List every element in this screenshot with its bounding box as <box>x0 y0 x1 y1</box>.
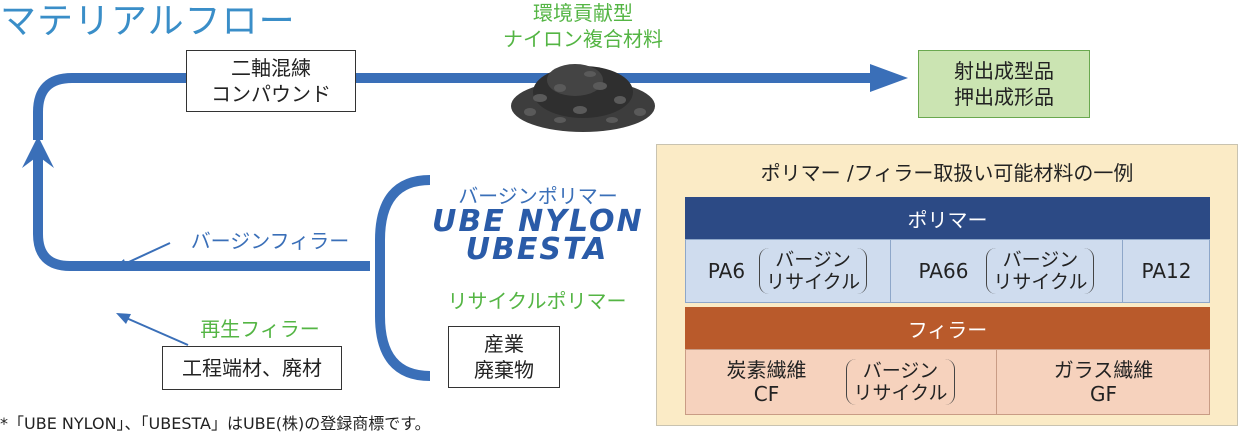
note-recycle: リサイクル <box>766 271 861 293</box>
virgin-polymer-label: バージンポリマー <box>458 184 618 208</box>
note-recycle: リサイクル <box>853 382 948 404</box>
polymer-cell-pa66: PA66 バージン リサイクル <box>891 239 1123 303</box>
material-label-line1: 環境貢献型 <box>533 1 633 25</box>
note-virgin: バージン <box>862 360 939 382</box>
polymer-cell-pa12: PA12 <box>1123 239 1210 303</box>
brand-ube-nylon: UBE NYLON <box>432 204 644 239</box>
note-virgin: バージン <box>775 249 851 271</box>
merge-bracket <box>375 175 431 381</box>
scrap-box: 工程端材、廃材 <box>162 346 342 390</box>
recycle-polymer-label: リサイクルポリマー <box>447 289 627 313</box>
industrial-waste-box: 産業 廃棄物 <box>448 326 560 388</box>
filler-gf-text: ガラス繊維 GF <box>1054 358 1154 406</box>
filler-name: ガラス繊維 <box>1053 358 1154 382</box>
note-virgin: バージン <box>1002 249 1079 271</box>
material-label: 環境貢献型 ナイロン複合材料 <box>500 0 666 52</box>
main-flow-arrow <box>33 150 120 271</box>
polymer-name: PA6 <box>707 259 746 283</box>
compound-box: 二軸混練 コンパウンド <box>186 50 356 112</box>
product-box: 射出成型品 押出成形品 <box>918 50 1090 118</box>
filler-note: バージン リサイクル <box>846 359 955 405</box>
polymer-name: PA12 <box>1141 259 1192 283</box>
filler-abbr: GF <box>1089 382 1117 406</box>
materials-panel: ポリマー /フィラー取扱い可能材料の一例 ポリマー PA6 バージン リサイクル… <box>656 144 1238 426</box>
material-label-line2: ナイロン複合材料 <box>503 27 663 51</box>
product-line2: 押出成形品 <box>954 85 1054 109</box>
compound-line2: コンパウンド <box>211 82 331 106</box>
product-line1: 射出成型品 <box>954 59 1054 83</box>
virgin-filler-arrowhead <box>110 259 127 271</box>
polymer-note: バージン リサイクル <box>759 248 868 294</box>
filler-cell-cf: 炭素繊維 CF バージン リサイクル <box>685 349 997 415</box>
trademark-footnote: *「UBE NYLON」、「UBESTA」はUBE(株)の登録商標です。 <box>0 414 431 433</box>
filler-cf-text: 炭素繊維 CF <box>726 358 806 406</box>
right-arrowhead <box>870 64 908 92</box>
industrial-waste-line2: 廃棄物 <box>474 358 534 382</box>
panel-title: ポリマー /フィラー取扱い可能材料の一例 <box>760 160 1134 185</box>
note-recycle: リサイクル <box>993 271 1088 293</box>
polymer-cell-pa6: PA6 バージン リサイクル <box>685 239 891 303</box>
recycled-filler-arrowhead <box>116 313 131 324</box>
filler-cell-gf: ガラス繊維 GF <box>997 349 1210 415</box>
virgin-filler-label: バージンフィラー <box>190 229 350 253</box>
brand-ubesta: UBESTA <box>465 232 609 267</box>
industrial-waste-line1: 産業 <box>484 332 524 356</box>
polymer-name: PA66 <box>918 259 969 283</box>
polymer-header: ポリマー <box>685 197 1210 239</box>
page-title: マテリアルフロー <box>0 1 296 42</box>
nylon-pellets-image <box>511 64 655 132</box>
main-flow-arrow-top <box>33 73 872 140</box>
recycled-filler-label: 再生フィラー <box>200 317 320 341</box>
up-arrowhead <box>22 136 54 168</box>
polymer-note: バージン リサイクル <box>986 248 1095 294</box>
virgin-filler-arrow <box>117 242 171 268</box>
recycled-filler-arrow <box>123 316 189 346</box>
filler-name: 炭素繊維 <box>726 358 807 382</box>
filler-abbr: CF <box>753 382 780 406</box>
compound-line1: 二軸混練 <box>231 56 311 80</box>
filler-header: フィラー <box>685 307 1210 349</box>
